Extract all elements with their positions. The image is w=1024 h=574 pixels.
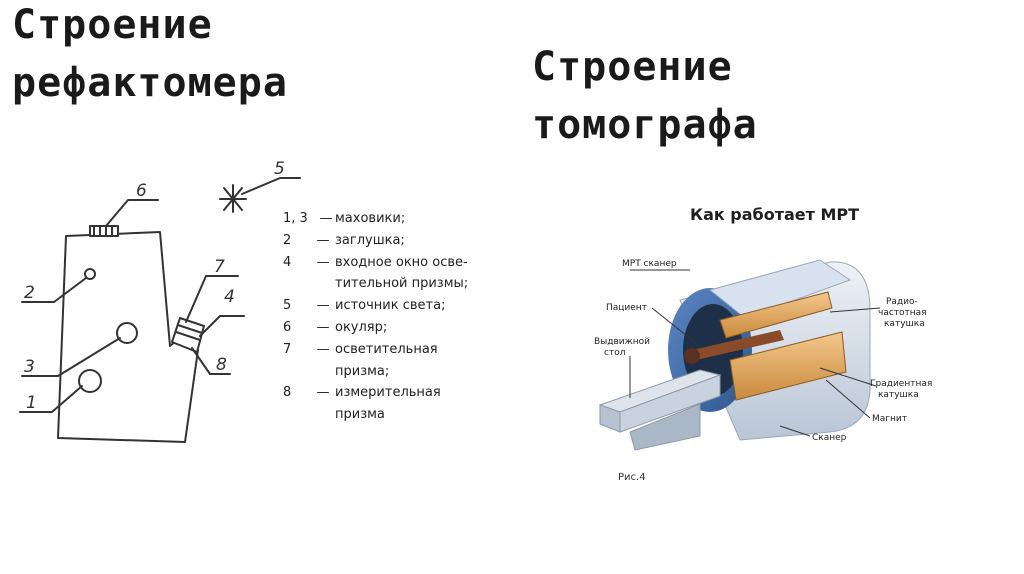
label-gradient-1: Градиентная <box>870 379 932 389</box>
legend-num: 6 <box>283 317 311 339</box>
callout-1: 1 <box>26 393 37 413</box>
mri-title: Как работает МРТ <box>690 205 859 224</box>
legend-row: 2—заглушка; <box>283 230 468 252</box>
legend-num: 1, 3 <box>283 208 317 230</box>
figure-caption: Рис.4 <box>618 472 646 483</box>
callout-8: 8 <box>216 355 227 375</box>
legend-num: 7 <box>283 339 311 361</box>
legend-text: призма <box>335 404 385 426</box>
legend-text: призма; <box>335 361 389 383</box>
label-table-1: Выдвижной <box>594 337 650 347</box>
legend-row: призма; <box>283 361 468 383</box>
legend-text: источник света; <box>335 295 445 317</box>
legend-dash: — <box>311 339 335 361</box>
legend-num: 5 <box>283 295 311 317</box>
legend-dash: — <box>317 208 335 230</box>
legend-num: 4 <box>283 252 311 274</box>
legend-row: 6—окуляр; <box>283 317 468 339</box>
legend-text: измерительная <box>335 382 441 404</box>
legend-text: окуляр; <box>335 317 387 339</box>
light-source-icon <box>220 185 246 212</box>
callout-6: 6 <box>136 181 147 201</box>
callout-5: 5 <box>274 159 285 179</box>
legend-num: 2 <box>283 230 311 252</box>
label-rf-1: Радио- <box>886 297 918 307</box>
title-right-line2: томографа <box>532 96 758 154</box>
legend-text: осветительная <box>335 339 438 361</box>
legend-dash: — <box>311 230 335 252</box>
label-gradient-2: катушка <box>878 390 919 400</box>
callout-2: 2 <box>24 283 35 303</box>
label-magnet: Магнит <box>872 414 907 424</box>
legend-row: 4—входное окно осве- <box>283 252 468 274</box>
legend-row: 5—источник света; <box>283 295 468 317</box>
title-right-line1: Строение <box>532 38 758 96</box>
legend-text: маховики; <box>335 208 405 230</box>
legend-row: тительной призмы; <box>283 273 468 295</box>
mri-diagram: Как работает МРТ МРТ сканер Пациент Выдв… <box>580 200 960 500</box>
title-left-line1: Строение <box>12 0 288 54</box>
legend-text: тительной призмы; <box>335 273 468 295</box>
legend-dash: — <box>311 252 335 274</box>
legend-num: 8 <box>283 382 311 404</box>
callout-4: 4 <box>224 287 235 307</box>
legend-row: 8—измерительная <box>283 382 468 404</box>
title-left-line2: рефактомера <box>12 54 288 112</box>
legend-dash: — <box>311 382 335 404</box>
refractometer-legend: 1, 3—маховики; 2—заглушка; 4—входное окн… <box>283 208 468 426</box>
callout-7: 7 <box>214 257 225 277</box>
label-scanner: Сканер <box>812 433 847 443</box>
callout-3: 3 <box>24 357 35 377</box>
legend-text: входное окно осве- <box>335 252 468 274</box>
legend-dash: — <box>311 317 335 339</box>
label-mri-scanner: МРТ сканер <box>622 259 677 269</box>
label-patient: Пациент <box>606 303 647 313</box>
label-rf-2: частотная <box>878 308 927 318</box>
label-rf-3: катушка <box>884 319 925 329</box>
label-table-2: стол <box>604 348 625 358</box>
legend-row: призма <box>283 404 468 426</box>
legend-row: 7—осветительная <box>283 339 468 361</box>
refractometer-diagram: 6 5 2 3 1 7 4 8 <box>10 150 310 450</box>
title-refractometer: Строение рефактомера <box>12 0 288 112</box>
legend-text: заглушка; <box>335 230 405 252</box>
legend-dash: — <box>311 295 335 317</box>
title-tomograph: Строение томографа <box>532 38 758 154</box>
legend-row: 1, 3—маховики; <box>283 208 468 230</box>
